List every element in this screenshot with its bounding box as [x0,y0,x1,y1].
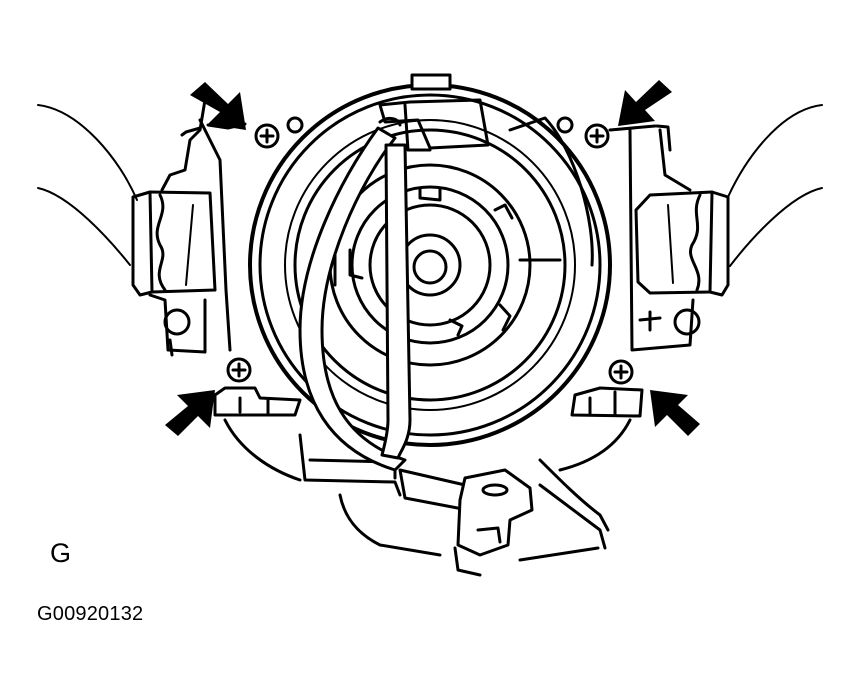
figure-code: G00920132 [37,603,144,625]
arrow-bottom-left-icon [165,390,215,436]
arrow-top-left-icon [190,82,246,130]
center-rotor [328,163,562,367]
arrow-top-right-icon [618,80,672,126]
view-label: G [50,538,72,568]
screw-bottom-right [608,359,634,385]
connector [398,468,607,577]
wire-harness [298,116,412,472]
column-lower-housing [213,386,644,557]
screw-top-left [254,123,280,149]
arrow-bottom-right-icon [650,390,700,436]
screw-bottom-left [226,357,252,383]
right-column-shroud [727,104,823,267]
screw-bosses [286,116,574,134]
left-column-shroud [37,104,138,266]
spiral-cable-housing [248,73,612,447]
left-switch-body [131,98,247,357]
screw-top-right [584,123,610,149]
right-switch-body [608,124,730,352]
